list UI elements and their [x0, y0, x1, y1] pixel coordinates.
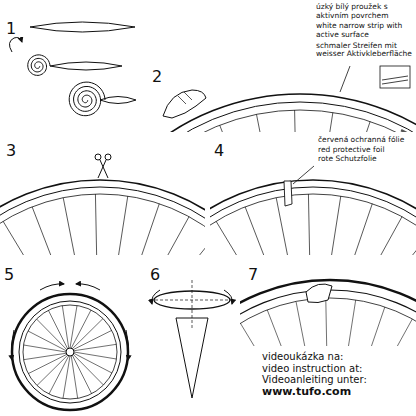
- spoke: [216, 221, 309, 255]
- spoke: [73, 354, 103, 385]
- video-note: video instruction at:: [262, 363, 412, 375]
- spoke: [330, 300, 356, 346]
- leader-line: [293, 166, 314, 184]
- spoke: [333, 336, 416, 346]
- callout-text: rote Schutzfolie: [318, 155, 412, 164]
- spoke: [32, 207, 97, 255]
- spoke: [73, 330, 111, 349]
- spoke: [103, 235, 205, 255]
- spoke: [308, 194, 312, 255]
- spoke: [267, 310, 327, 346]
- spoke: [300, 112, 333, 132]
- hand: [306, 284, 332, 303]
- spoke: [37, 355, 68, 385]
- spoke: [74, 352, 116, 359]
- leader-line: [340, 66, 350, 92]
- spoke: [295, 110, 299, 132]
- spoke: [3, 221, 96, 255]
- tape-rolls: [9, 22, 136, 116]
- spoke: [71, 356, 77, 399]
- callout-text: white narrow strip with active surface: [316, 22, 414, 39]
- spoke: [276, 198, 311, 255]
- web-address: www.tufo.com: [262, 386, 412, 399]
- spoke: [63, 356, 70, 398]
- spoke: [95, 194, 99, 255]
- spoke: [245, 207, 310, 255]
- callout-text: červená ochranná fólie: [318, 136, 412, 145]
- callout-text: úzký bílý proužek s aktivním povrchem: [316, 3, 414, 20]
- spoke: [315, 217, 402, 255]
- spoke: [48, 310, 67, 348]
- hand-lines: [178, 92, 192, 104]
- tape-spiral: [69, 82, 105, 116]
- spoke: [72, 355, 91, 393]
- spoke: [24, 345, 66, 352]
- spoke: [332, 319, 412, 346]
- spoke: [37, 319, 67, 350]
- protective-foil: [284, 181, 292, 206]
- detail-strip: [382, 76, 408, 84]
- spoke: [240, 323, 326, 346]
- spoke: [316, 235, 416, 255]
- spoke: [256, 114, 297, 132]
- callout-text: schmaler Streifen mit weisser Aktivklebe…: [316, 42, 414, 59]
- spoke: [100, 196, 128, 255]
- spoke: [62, 306, 68, 349]
- spoke: [70, 306, 77, 348]
- spoke: [74, 344, 117, 350]
- video-note: videoukázka na:: [262, 351, 412, 363]
- step-number: 4: [214, 142, 224, 160]
- step-number: 5: [4, 266, 14, 284]
- callout-text: red protective foil: [318, 146, 412, 155]
- wheel-rim: [240, 280, 416, 346]
- spoke: [326, 298, 329, 346]
- step-number: 7: [248, 266, 258, 284]
- hand: [163, 90, 206, 118]
- step-number: 3: [6, 142, 16, 160]
- spoke: [102, 217, 189, 255]
- spoke: [314, 204, 372, 255]
- spoke: [24, 353, 67, 359]
- spoke: [331, 307, 385, 346]
- tape-spiral: [28, 55, 50, 76]
- spoke: [28, 354, 66, 373]
- spoke: [101, 204, 159, 255]
- wheel-rim: [0, 180, 205, 255]
- spoke: [220, 125, 297, 132]
- spoke: [313, 196, 341, 255]
- spoke: [301, 121, 370, 132]
- video-note: Videoanleiting unter:: [262, 374, 412, 386]
- step-number: 1: [6, 20, 16, 38]
- step-number: 6: [150, 266, 160, 284]
- wheel-rim: [210, 180, 416, 255]
- spoke: [63, 198, 98, 255]
- wheel: [11, 284, 128, 410]
- spoke: [296, 301, 328, 346]
- detail-box: [380, 66, 410, 88]
- scissors: [95, 154, 111, 178]
- spoke: [72, 319, 103, 349]
- step-number: 2: [152, 68, 162, 86]
- valve-detail: [150, 280, 236, 398]
